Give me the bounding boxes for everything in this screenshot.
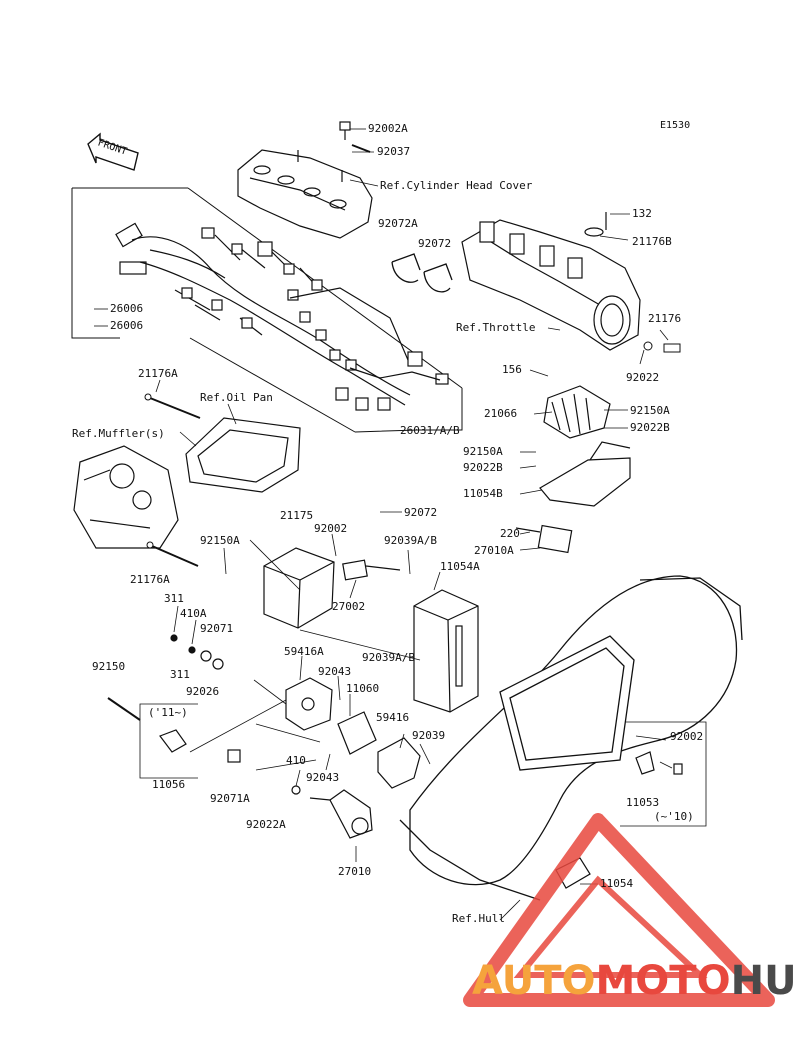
label-156: 156	[502, 363, 522, 376]
label-92072-mid: 92072	[404, 506, 438, 519]
watermark-part-auto: AUTO	[472, 958, 596, 1004]
variant-box-10	[620, 721, 707, 827]
ecu	[263, 547, 335, 629]
label-132: 132	[632, 207, 652, 220]
label-21066: 21066	[484, 407, 518, 420]
label-410: 410	[286, 754, 306, 767]
label-11054B: 11054B	[463, 487, 503, 500]
label-10-year: (~'10)	[654, 810, 694, 823]
throttle-body	[461, 212, 641, 351]
label-21175: 21175	[280, 509, 314, 522]
label-92022B-right: 92022B	[630, 421, 670, 434]
label-92022B-mid: 92022B	[463, 461, 503, 474]
bracket-11060	[337, 711, 377, 755]
diagram-code: E1530	[660, 120, 691, 131]
small-parts	[107, 634, 683, 889]
label-410A: 410A	[180, 607, 207, 620]
label-311-b: 311	[170, 668, 190, 681]
label-92150A-left: 92150A	[200, 534, 240, 547]
label-92039AB-top: 92039A/B	[384, 534, 437, 547]
front-arrow-icon	[87, 132, 139, 171]
variant-box-11	[139, 703, 198, 779]
label-11054: 11054	[600, 877, 634, 890]
cylinder-head-cover	[237, 121, 373, 239]
label-92002-right: 92002	[670, 730, 704, 743]
starter-relay	[309, 789, 373, 839]
watermark-part-moto: MOTO	[595, 958, 731, 1004]
watermark-brand: AUTOMOTOHUB	[472, 958, 800, 1004]
label-92043-b: 92043	[306, 771, 340, 784]
label-92002A: 92002A	[368, 122, 408, 135]
label-26006-a: 26006	[110, 302, 144, 315]
hose-clamps	[391, 253, 453, 293]
sensor-21176	[643, 341, 681, 353]
label-92039: 92039	[412, 729, 446, 742]
label-92150A-mid: 92150A	[463, 445, 503, 458]
label-11053: 11053	[626, 796, 660, 809]
label-11060: 11060	[346, 682, 380, 695]
bracket-59416a	[285, 677, 333, 731]
label-21176: 21176	[648, 312, 682, 325]
label-311-a: 311	[164, 592, 184, 605]
electric-box	[413, 589, 479, 713]
label-59416: 59416	[376, 711, 410, 724]
label-92150: 92150	[92, 660, 126, 673]
label-92072-top: 92072	[418, 237, 452, 250]
muffler	[73, 445, 179, 549]
label-92022A: 92022A	[246, 818, 286, 831]
label-26031: 26031/A/B	[400, 424, 460, 437]
label-ref-cylinder-head: Ref.Cylinder Head Cover	[380, 179, 533, 192]
label-59416A: 59416A	[284, 645, 324, 658]
label-92043-a: 92043	[318, 665, 352, 678]
regulator	[539, 385, 631, 507]
label-ref-hull: Ref.Hull	[452, 912, 505, 925]
label-11056: 11056	[152, 778, 186, 791]
label-21176A-top: 21176A	[138, 367, 178, 380]
label-92150A-right: 92150A	[630, 404, 670, 417]
label-ref-muffler: Ref.Muffler(s)	[72, 427, 165, 440]
hull	[399, 575, 743, 901]
label-26006-b: 26006	[110, 319, 144, 332]
oil-pan	[185, 417, 301, 493]
bracket-59416	[377, 737, 421, 789]
sensor-27002	[342, 559, 401, 581]
label-92072A: 92072A	[378, 217, 418, 230]
label-ref-oil-pan: Ref.Oil Pan	[200, 391, 273, 404]
sensor-cables	[144, 393, 201, 567]
label-27002: 27002	[332, 600, 366, 613]
label-92002-mid: 92002	[314, 522, 348, 535]
label-92039AB-mid: 92039A/B	[362, 651, 415, 664]
label-11054A: 11054A	[440, 560, 480, 573]
label-220: 220	[500, 527, 520, 540]
label-11-year: ('11~)	[148, 706, 188, 719]
label-92037: 92037	[377, 145, 411, 158]
label-92071A: 92071A	[210, 792, 250, 805]
label-21176B: 21176B	[632, 235, 672, 248]
label-27010A: 27010A	[474, 544, 514, 557]
label-92026: 92026	[186, 685, 220, 698]
label-27010: 27010	[338, 865, 372, 878]
watermark-triangle-icon	[463, 813, 775, 1007]
label-ref-throttle: Ref.Throttle	[456, 321, 536, 334]
label-92022: 92022	[626, 371, 660, 384]
watermark-part-hub: HUB	[730, 958, 800, 1004]
wiring-harness	[115, 222, 449, 411]
label-92071: 92071	[200, 622, 234, 635]
label-21176A-bottom: 21176A	[130, 573, 170, 586]
starter-relay-a	[515, 524, 573, 554]
